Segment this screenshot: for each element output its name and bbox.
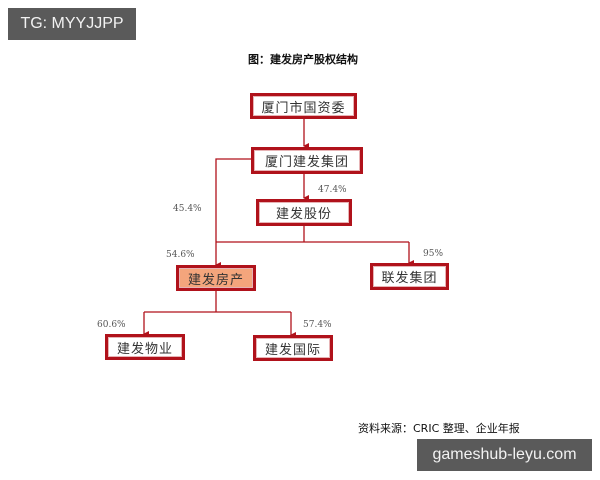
pct-real-estate-to-international: 57.4% xyxy=(303,320,332,330)
source-note: 资料来源：CRIC 整理、企业年报 xyxy=(358,422,520,435)
watermark-bottom: gameshub-leyu.com xyxy=(417,439,592,471)
node-cdg-group: 厦门建发集团 xyxy=(251,147,363,174)
pct-real-estate-to-property: 60.6% xyxy=(97,320,126,330)
node-cdg-shares: 建发股份 xyxy=(256,199,352,226)
node-cdg-international: 建发国际 xyxy=(253,335,333,361)
pct-shares-to-lianfa: 95% xyxy=(423,249,444,259)
pct-shares-to-real-estate: 54.6% xyxy=(166,250,195,260)
pct-group-to-real-estate: 45.4% xyxy=(173,204,202,214)
node-xiamen-sasac: 厦门市国资委 xyxy=(250,93,357,119)
pct-group-to-shares: 47.4% xyxy=(318,185,347,195)
node-cdg-real-estate: 建发房产 xyxy=(176,265,256,291)
watermark-top: TG: MYYJJPP xyxy=(8,8,136,40)
node-cdg-property: 建发物业 xyxy=(105,334,185,360)
node-lianfa-group: 联发集团 xyxy=(370,263,449,290)
diagram-title: 图：建发房产股权结构 xyxy=(248,53,358,66)
